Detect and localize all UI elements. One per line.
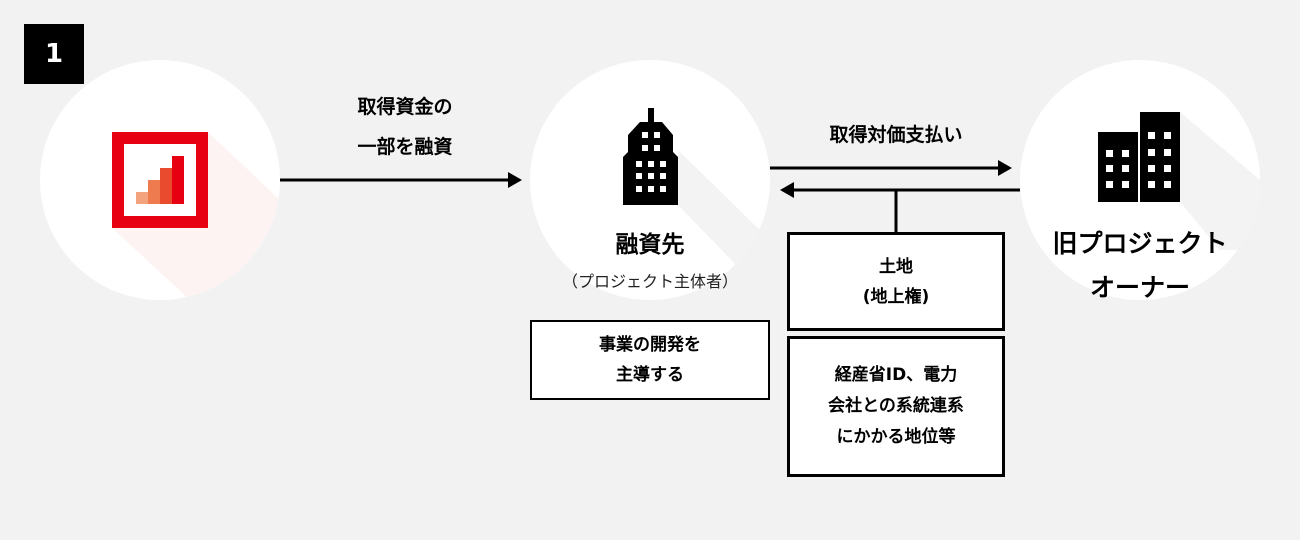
financing-label-line: 一部を融資	[357, 136, 453, 158]
payment-label: 取得対価支払い	[829, 124, 963, 146]
lender-circle	[40, 60, 280, 300]
rights-box: 経産省ID、電力 会社との系統連系 にかかる地位等	[787, 336, 1005, 477]
payment-arrow	[770, 160, 1012, 176]
land-line: 土地	[879, 256, 913, 277]
land-box: 土地 (地上権)	[787, 232, 1005, 331]
lender-logo-icon	[112, 132, 280, 300]
financing-label-line: 取得資金の	[357, 96, 453, 118]
land-line: (地上権)	[862, 286, 930, 307]
borrower-role-box: 事業の開発を 主導する	[530, 320, 770, 400]
former-owner-circle	[1020, 60, 1260, 300]
financing-label: 取得資金の 一部を融資	[305, 87, 505, 167]
role-line: 主導する	[616, 365, 684, 385]
borrower-title: 融資先	[615, 232, 685, 258]
rights-line: 経産省ID、電力	[834, 365, 958, 385]
role-line: 事業の開発を	[599, 335, 701, 355]
former-owner-title: 旧プロジェクト オーナー	[1010, 222, 1270, 310]
former-owner-title-line: オーナー	[1089, 273, 1190, 302]
step-badge: 1	[24, 24, 84, 84]
asset-transfer-arrow	[780, 182, 1020, 234]
office-buildings-icon	[1098, 112, 1260, 250]
rights-line: 会社との系統連系	[828, 396, 964, 416]
borrower-circle	[530, 60, 770, 300]
borrower-subtitle: （プロジェクト主体者）	[561, 272, 738, 291]
former-owner-title-line: 旧プロジェクト	[1052, 229, 1228, 258]
financing-arrow	[280, 172, 522, 188]
rights-line: にかかる地位等	[836, 427, 956, 447]
